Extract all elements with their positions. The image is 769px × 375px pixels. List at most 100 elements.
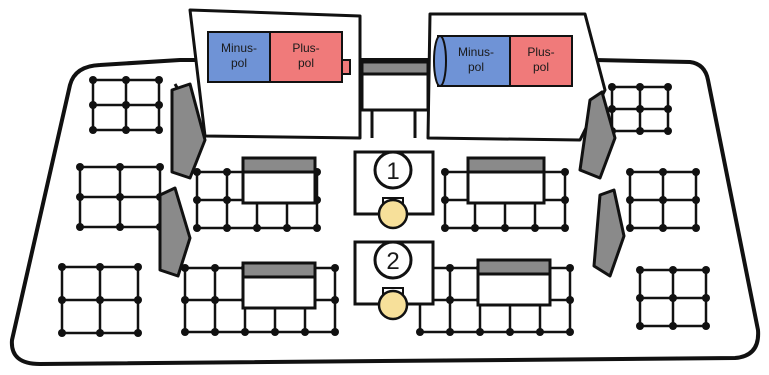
- contact-dot: [702, 322, 710, 330]
- contact-dot: [211, 296, 219, 304]
- contact-dot: [116, 163, 124, 171]
- contact-dot: [223, 196, 231, 204]
- component-blocks: [241, 156, 552, 310]
- contact-dot: [122, 101, 130, 109]
- contact-dot: [116, 193, 124, 201]
- contact-dot: [561, 168, 569, 176]
- contact-dot: [636, 266, 644, 274]
- grid-mid-right: [626, 168, 700, 232]
- contact-dot: [193, 168, 201, 176]
- contact-dot: [116, 223, 124, 231]
- contact-dot: [692, 196, 700, 204]
- contact-dot: [89, 126, 97, 134]
- contact-dot: [626, 168, 634, 176]
- contact-dot: [89, 101, 97, 109]
- contact-dot: [446, 296, 454, 304]
- contact-dot: [441, 196, 449, 204]
- contact-dot: [659, 224, 667, 232]
- contact-dot: [211, 328, 219, 336]
- contact-dot: [134, 263, 142, 271]
- contact-dot: [223, 168, 231, 176]
- contact-dot: [536, 328, 544, 336]
- lamp-1-bulb: [377, 198, 409, 230]
- contact-dot: [669, 294, 677, 302]
- minus-label-left-1: Minus-: [221, 41, 257, 55]
- contact-dot: [156, 163, 164, 171]
- minus-pole-right: [437, 35, 511, 87]
- contact-dot: [181, 328, 189, 336]
- lamp-2: 2: [353, 240, 435, 321]
- contact-dot: [669, 266, 677, 274]
- side-blocks: [158, 82, 626, 278]
- lamp-2-bulb: [377, 289, 409, 321]
- lamp-1: 1: [353, 150, 435, 230]
- contact-dot: [193, 196, 201, 204]
- plus-label-right-2: pol: [533, 60, 549, 74]
- contact-dot: [531, 224, 539, 232]
- contact-dot: [441, 168, 449, 176]
- component-block-1: [241, 156, 317, 205]
- contact-dot: [193, 224, 201, 232]
- contact-dot: [76, 223, 84, 231]
- contact-dot: [331, 328, 339, 336]
- plus-pole-right: [509, 35, 573, 87]
- plus-label-left-1: Plus-: [292, 41, 319, 55]
- contact-dot: [301, 328, 309, 336]
- contact-dot: [89, 76, 97, 84]
- contact-dot: [181, 264, 189, 272]
- contact-dot: [669, 322, 677, 330]
- contact-dot: [58, 263, 66, 271]
- contact-dot: [134, 329, 142, 337]
- minus-label-right-2: pol: [468, 60, 484, 74]
- contact-dot: [155, 126, 163, 134]
- contact-dot: [636, 322, 644, 330]
- contact-dot: [561, 196, 569, 204]
- grid-top-left: [89, 76, 163, 134]
- contact-dot: [441, 224, 449, 232]
- contact-dot: [76, 193, 84, 201]
- contact-dot: [626, 196, 634, 204]
- contact-dot: [561, 224, 569, 232]
- contact-dot: [241, 328, 249, 336]
- contact-dot: [506, 328, 514, 336]
- contact-dot: [211, 264, 219, 272]
- contact-grids: [58, 76, 710, 337]
- contact-dot: [96, 296, 104, 304]
- contact-dot: [331, 264, 339, 272]
- contact-dot: [122, 76, 130, 84]
- contact-dot: [664, 105, 672, 113]
- contact-dot: [664, 127, 672, 135]
- contact-dot: [122, 126, 130, 134]
- contact-dot: [96, 329, 104, 337]
- contact-dot: [283, 224, 291, 232]
- contact-dot: [155, 76, 163, 84]
- contact-dot: [223, 224, 231, 232]
- contact-dot: [566, 264, 574, 272]
- contact-dot: [692, 224, 700, 232]
- contact-dot: [664, 83, 672, 91]
- minus-label-right-1: Minus-: [458, 45, 494, 59]
- contact-dot: [471, 224, 479, 232]
- plus-terminal-left: [341, 59, 351, 75]
- contact-dot: [702, 266, 710, 274]
- lamp-1-number: 1: [386, 158, 399, 185]
- contact-dot: [501, 224, 509, 232]
- contact-dot: [636, 127, 644, 135]
- minus-label-left-2: pol: [231, 56, 247, 70]
- contact-dot: [608, 83, 616, 91]
- contact-dot: [608, 105, 616, 113]
- battery-right: Minus- pol Plus- pol: [426, 12, 607, 142]
- grid-bottom-right: [636, 266, 710, 330]
- contact-dot: [96, 263, 104, 271]
- contact-dot: [155, 101, 163, 109]
- plus-label-right-1: Plus-: [527, 45, 554, 59]
- plus-pole-left: [269, 31, 343, 83]
- plus-label-left-2: pol: [298, 56, 314, 70]
- contact-dot: [636, 294, 644, 302]
- contact-dot: [416, 328, 424, 336]
- contact-dot: [446, 328, 454, 336]
- contact-dot: [271, 328, 279, 336]
- contact-dot: [659, 196, 667, 204]
